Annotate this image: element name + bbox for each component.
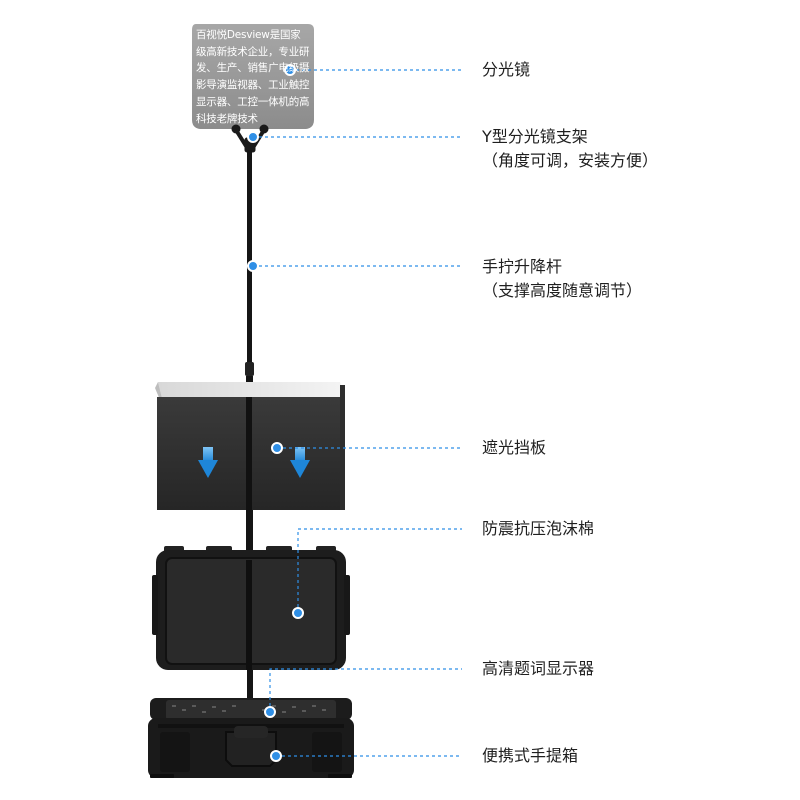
leader-lines xyxy=(253,69,462,757)
callout-dot-pole xyxy=(247,260,259,272)
callout-dot-foam xyxy=(292,607,304,619)
down-arrow-icon xyxy=(290,447,310,478)
label-hood-title: 遮光挡板 xyxy=(482,438,547,457)
pole-through-hood xyxy=(246,397,252,510)
pole-in-lid xyxy=(246,560,252,670)
label-monitor: 高清题词显示器 xyxy=(482,657,594,681)
callout-dot-monitor xyxy=(264,706,276,718)
label-case-title: 便携式手提箱 xyxy=(482,746,579,765)
label-y-bracket-title: Y型分光镜支架 xyxy=(482,127,588,146)
label-y-bracket: Y型分光镜支架 （角度可调，安装方便） xyxy=(482,125,658,173)
down-arrow-icon xyxy=(198,447,218,478)
label-splitter: 分光镜 xyxy=(482,58,530,82)
label-monitor-title: 高清题词显示器 xyxy=(482,659,595,678)
glass-prompt-text: 百视悦Desview是国家级高新技术企业，专业研发、生产、销售广电级摄影导演监视… xyxy=(196,29,310,125)
label-pole-title: 手拧升降杆 xyxy=(482,257,563,276)
callout-dot-splitter xyxy=(284,64,296,76)
label-pole: 手拧升降杆 （支撑高度随意调节） xyxy=(482,255,642,303)
label-foam: 防震抗压泡沫棉 xyxy=(482,517,594,541)
callout-dot-hood xyxy=(271,442,283,454)
callout-dots xyxy=(247,64,304,762)
callout-dot-case xyxy=(270,750,282,762)
beam-splitter-glass xyxy=(192,24,314,129)
label-splitter-title: 分光镜 xyxy=(482,60,531,79)
label-pole-subtitle: （支撑高度随意调节） xyxy=(482,281,643,300)
label-case: 便携式手提箱 xyxy=(482,744,578,768)
label-foam-title: 防震抗压泡沫棉 xyxy=(482,519,595,538)
case-base xyxy=(148,698,354,778)
callout-dot-y-bracket xyxy=(247,131,259,143)
label-hood: 遮光挡板 xyxy=(482,436,546,460)
label-y-bracket-subtitle: （角度可调，安装方便） xyxy=(482,151,659,170)
